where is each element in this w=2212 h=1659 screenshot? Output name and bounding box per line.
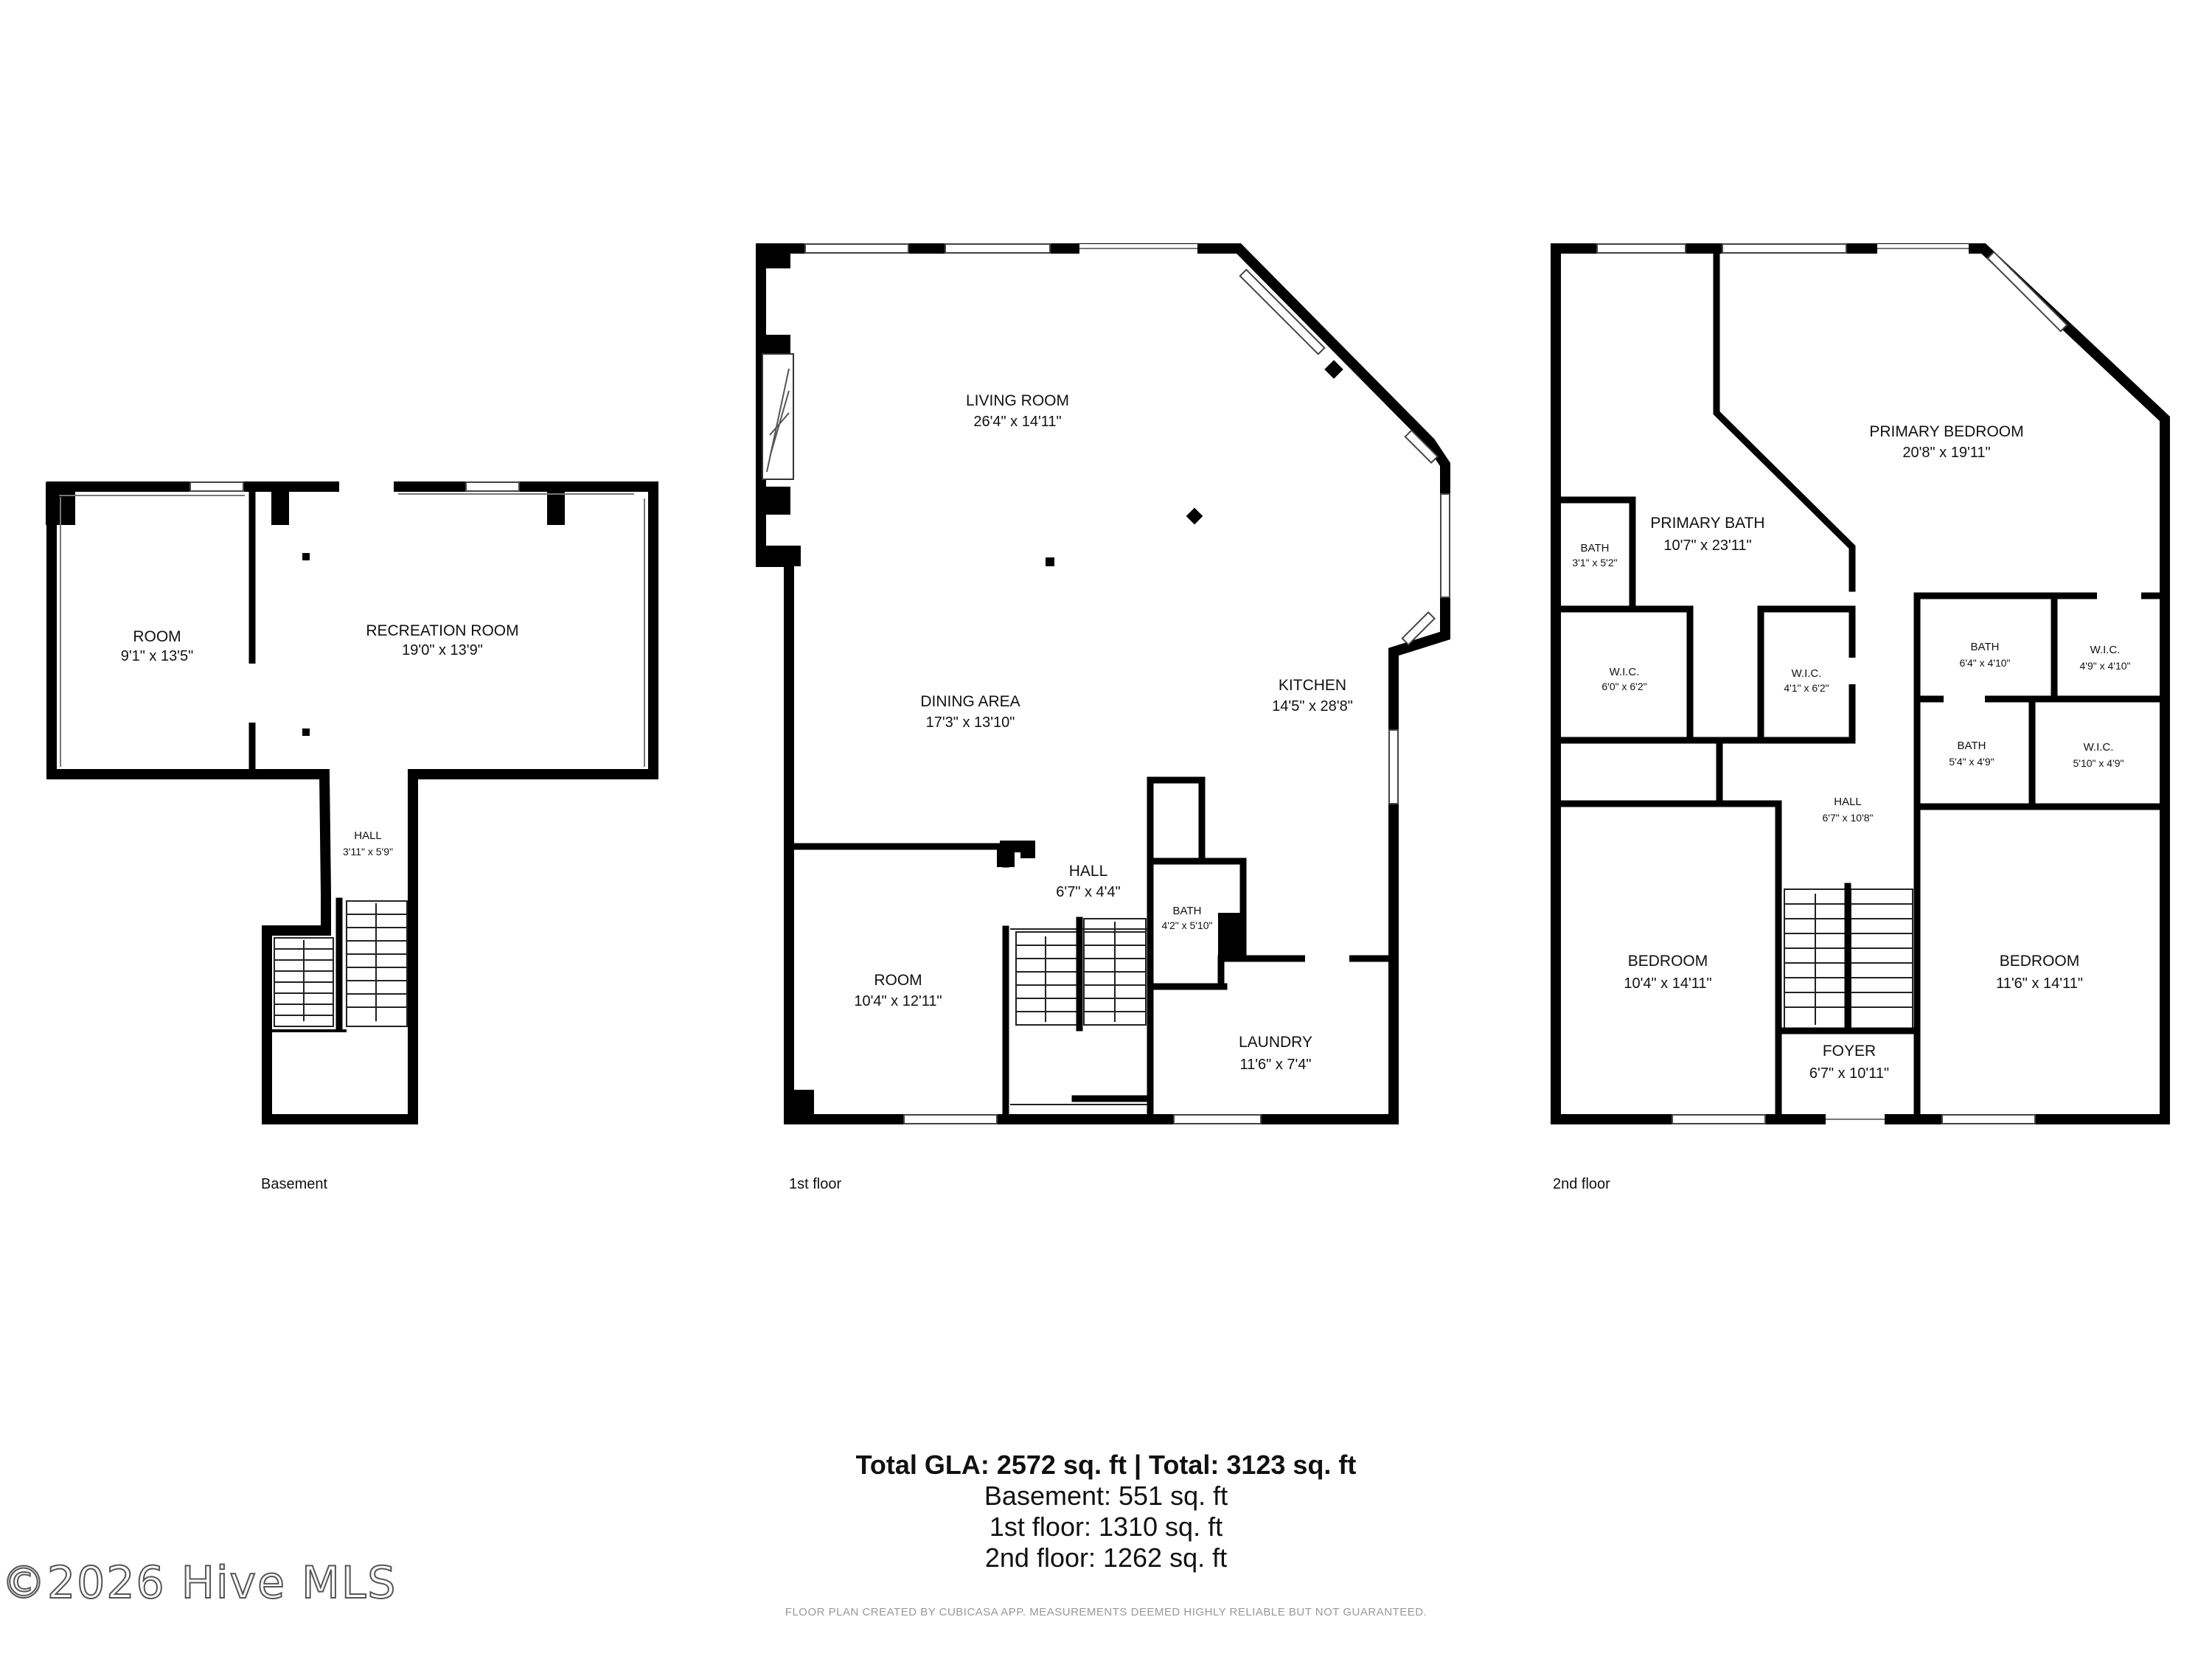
bedroom-left-name: BEDROOM bbox=[1628, 953, 1708, 970]
bedroom-right-dims: 11'6" x 14'11" bbox=[1996, 975, 2083, 992]
bath-lower-right-dims: 5'4" x 4'9" bbox=[1949, 756, 1994, 768]
basement-area: Basement: 551 sq. ft bbox=[984, 1481, 1228, 1511]
wic-left-dims: 6'0" x 6'2" bbox=[1601, 681, 1646, 692]
bath-lower-right-name: BATH bbox=[1958, 740, 1986, 752]
wic-upper-right-dims: 4'9" x 4'10" bbox=[2080, 660, 2131, 672]
first-room-dims: 10'4" x 12'11" bbox=[854, 993, 942, 1009]
laundry-dims: 11'6" x 7'4" bbox=[1239, 1057, 1311, 1073]
bedroom-right-name: BEDROOM bbox=[2000, 953, 2080, 970]
first-floor-label: 1st floor bbox=[789, 1176, 841, 1192]
bath-upper-right-name: BATH bbox=[1971, 641, 2000, 653]
first-hall-dims: 6'7" x 4'4" bbox=[1056, 884, 1120, 900]
room-dims: 9'1" x 13'5" bbox=[121, 648, 194, 664]
living-room-dims: 26'4" x 14'11" bbox=[973, 414, 1061, 430]
basement-plan bbox=[46, 481, 658, 1124]
laundry-name: LAUNDRY bbox=[1239, 1034, 1312, 1051]
first-floor-plan bbox=[756, 243, 1450, 1124]
first-bath-dims: 4'2" x 5'10" bbox=[1162, 919, 1213, 931]
basement-label: Basement bbox=[261, 1176, 327, 1192]
basement-hall-name: HALL bbox=[354, 830, 382, 842]
first-room-name: ROOM bbox=[874, 972, 922, 989]
foyer-dims: 6'7" x 10'11" bbox=[1809, 1065, 1889, 1082]
primary-bedroom-dims: 20'8" x 19'11" bbox=[1902, 445, 1990, 461]
wic-lower-right-name: W.I.C. bbox=[2084, 741, 2114, 754]
kitchen-name: KITCHEN bbox=[1279, 677, 1346, 694]
wic-upper-right-name: W.I.C. bbox=[2090, 644, 2121, 656]
dining-area-name: DINING AREA bbox=[920, 693, 1020, 710]
foyer-name: FOYER bbox=[1823, 1043, 1876, 1060]
second-floor-plan bbox=[1551, 243, 2170, 1125]
first-hall-name: HALL bbox=[1069, 863, 1108, 880]
recreation-room-name: RECREATION ROOM bbox=[366, 622, 518, 639]
wic-lower-right-dims: 5'10" x 4'9" bbox=[2073, 757, 2124, 769]
wic-left-name: W.I.C. bbox=[1610, 666, 1640, 678]
second-floor-label: 2nd floor bbox=[1553, 1176, 1610, 1192]
primary-bath-name: PRIMARY BATH bbox=[1650, 515, 1764, 532]
kitchen-dims: 14'5" x 28'8" bbox=[1272, 698, 1353, 714]
bath-upper-right-dims: 6'4" x 4'10" bbox=[1960, 657, 2011, 669]
copyright-watermark: ©2026 Hive MLS bbox=[1, 1557, 397, 1610]
second-hall-name: HALL bbox=[1834, 796, 1862, 808]
first-bath-name: BATH bbox=[1173, 905, 1202, 917]
total-area: Total GLA: 2572 sq. ft | Total: 3123 sq.… bbox=[855, 1450, 1357, 1480]
small-bath-dims: 3'1" x 5'2" bbox=[1572, 557, 1617, 568]
disclaimer-text: FLOOR PLAN CREATED BY CUBICASA APP. MEAS… bbox=[785, 1606, 1427, 1618]
primary-bedroom-name: PRIMARY BEDROOM bbox=[1869, 423, 2023, 440]
room-name: ROOM bbox=[133, 628, 181, 645]
bedroom-left-dims: 10'4" x 14'11" bbox=[1624, 975, 1711, 992]
second-hall-dims: 6'7" x 10'8" bbox=[1823, 812, 1874, 824]
basement-hall-dims: 3'11" x 5'9" bbox=[343, 846, 393, 858]
wic-mid-dims: 4'1" x 6'2" bbox=[1784, 682, 1829, 694]
dining-area-dims: 17'3" x 13'10" bbox=[926, 714, 1015, 731]
living-room-name: LIVING ROOM bbox=[966, 392, 1069, 409]
small-bath-name: BATH bbox=[1581, 542, 1610, 554]
second-floor-area: 2nd floor: 1262 sq. ft bbox=[984, 1543, 1228, 1573]
first-floor-area: 1st floor: 1310 sq. ft bbox=[989, 1512, 1223, 1542]
primary-bath-dims: 10'7" x 23'11" bbox=[1663, 538, 1751, 554]
recreation-room-dims: 19'0" x 13'9" bbox=[402, 642, 483, 658]
wic-mid-name: W.I.C. bbox=[1792, 667, 1822, 680]
area-summary: Total GLA: 2572 sq. ft | Total: 3123 sq.… bbox=[0, 1450, 2212, 1573]
